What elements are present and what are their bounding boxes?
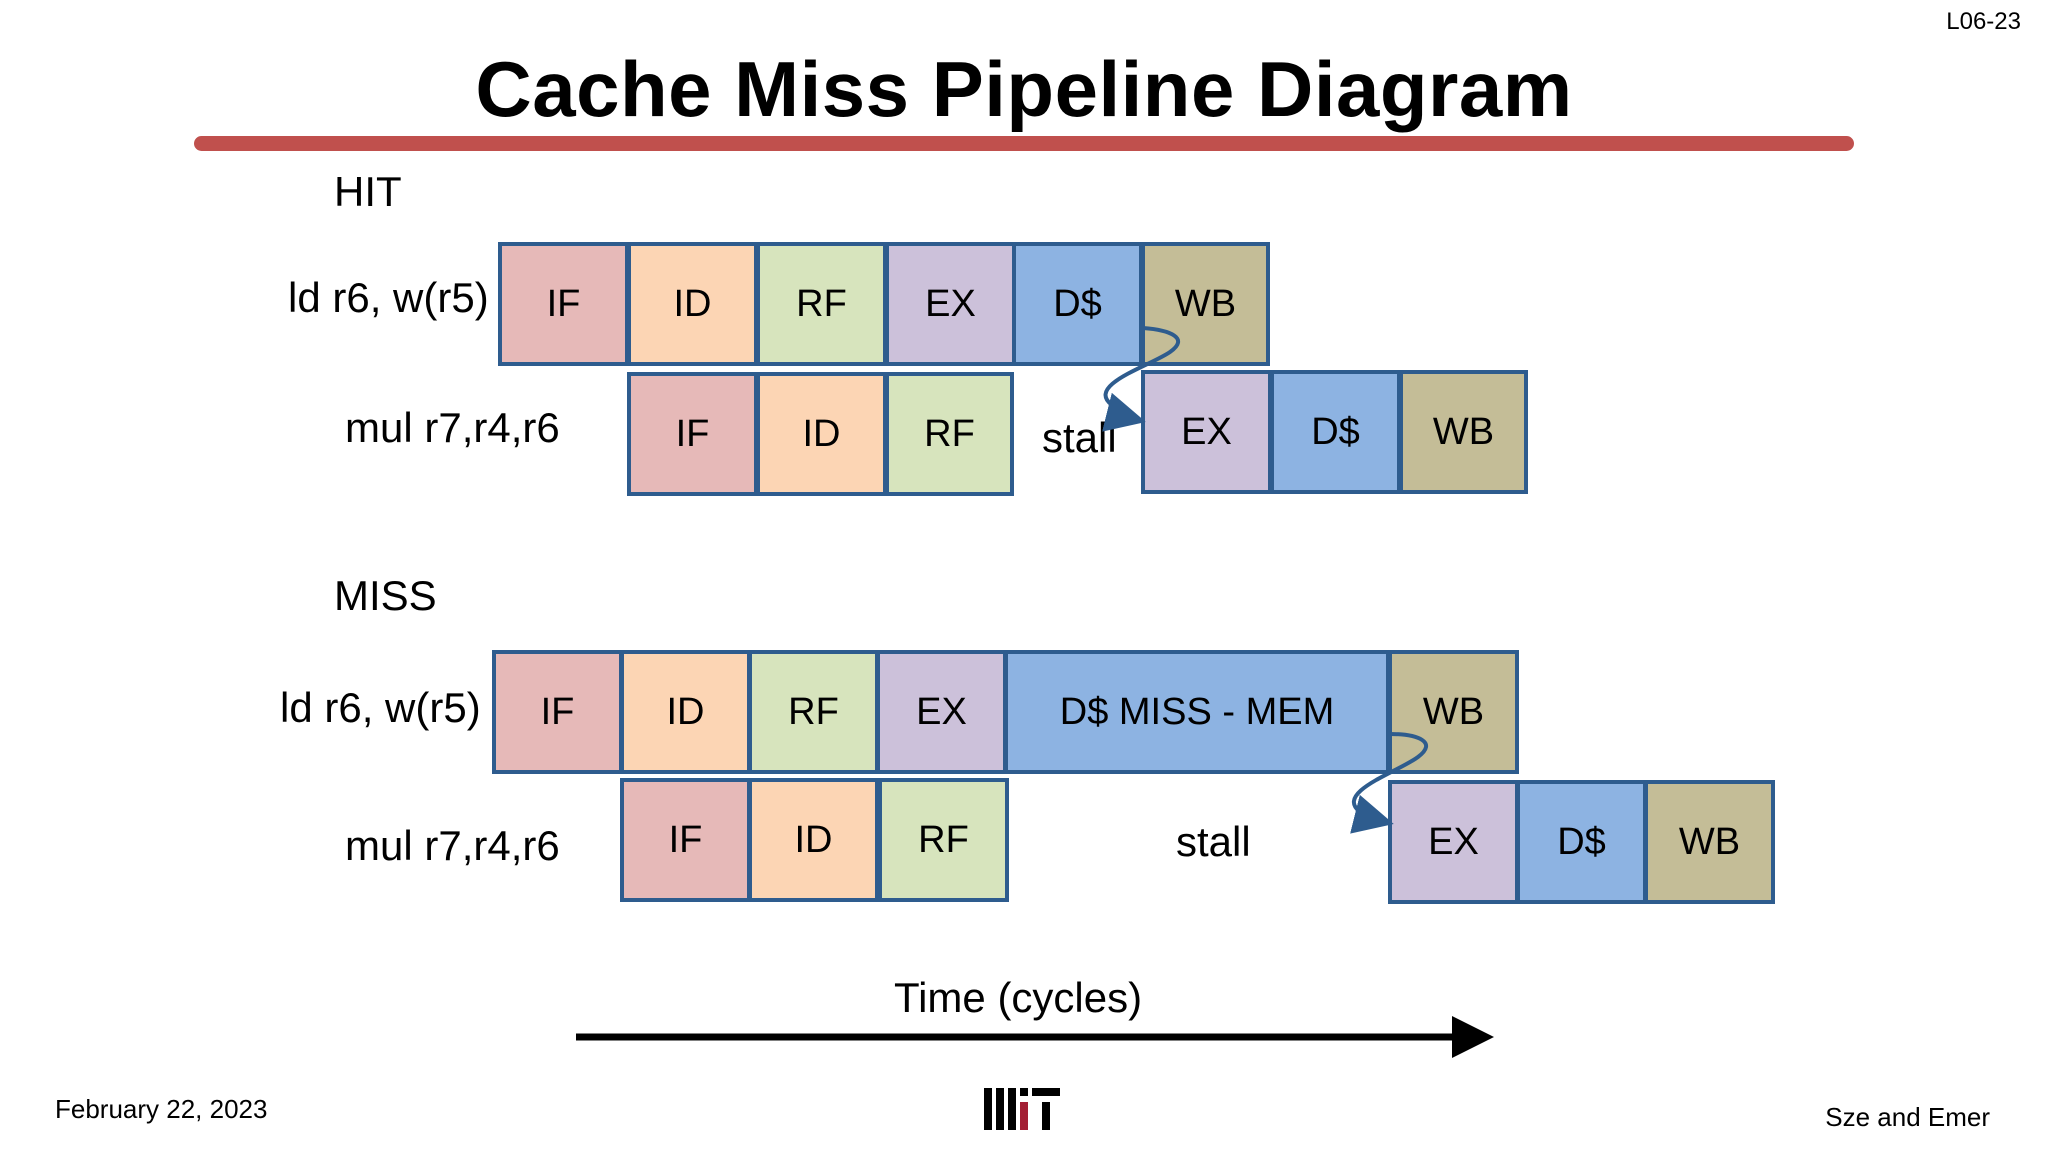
hit-row2-stage-wb: WB (1399, 370, 1528, 494)
hit-row2-stage-rf: RF (885, 372, 1014, 496)
miss-row2-stage-dcache: D$ (1516, 780, 1647, 904)
miss-section-label: MISS (334, 572, 437, 619)
mit-logo (984, 1088, 1060, 1130)
miss-row1-stage-ex: EX (876, 650, 1007, 774)
miss-row1-stage-id: ID (620, 650, 751, 774)
footer-authors: Sze and Emer (1825, 1102, 1990, 1132)
hit-row2-stall: stall (1042, 414, 1117, 461)
hit-row1-instruction: ld r6, w(r5) (288, 274, 489, 321)
hit-row1-stage-dcache: D$ (1012, 242, 1143, 366)
miss-row2-stage-wb: WB (1644, 780, 1775, 904)
hit-row2-stage-id: ID (756, 372, 887, 496)
miss-row2-stage-id: ID (748, 778, 879, 902)
hit-row2-stage-ex: EX (1141, 370, 1272, 494)
miss-row1-stage-if: IF (492, 650, 623, 774)
miss-row2-stage-ex: EX (1388, 780, 1519, 904)
slide-number: L06-23 (1946, 8, 2021, 35)
hit-row1-stage-if: IF (498, 242, 629, 366)
miss-row1-stage-rf: RF (748, 650, 879, 774)
hit-row1-stage-ex: EX (885, 242, 1016, 366)
hit-row2-instruction: mul r7,r4,r6 (345, 404, 560, 451)
footer-date: February 22, 2023 (55, 1094, 268, 1124)
hit-row1-stage-id: ID (627, 242, 758, 366)
hit-section-label: HIT (334, 168, 402, 215)
miss-row1-stage-dcache-miss: D$ MISS - MEM (1004, 650, 1390, 774)
hit-row1-stage-rf: RF (756, 242, 887, 366)
time-axis-label: Time (cycles) (894, 974, 1143, 1021)
hit-row1-stage-wb: WB (1141, 242, 1270, 366)
miss-row1-stage-wb: WB (1388, 650, 1519, 774)
miss-row2-instruction: mul r7,r4,r6 (345, 822, 560, 869)
hit-row2-stage-if: IF (627, 372, 758, 496)
miss-row1-instruction: ld r6, w(r5) (280, 684, 481, 731)
slide-title: Cache Miss Pipeline Diagram (475, 45, 1573, 133)
miss-row2-stage-if: IF (620, 778, 751, 902)
hit-row2-stage-dcache: D$ (1270, 370, 1401, 494)
miss-row2-stall: stall (1176, 818, 1251, 865)
miss-row2-stage-rf: RF (878, 778, 1009, 902)
title-underline (194, 136, 1854, 151)
